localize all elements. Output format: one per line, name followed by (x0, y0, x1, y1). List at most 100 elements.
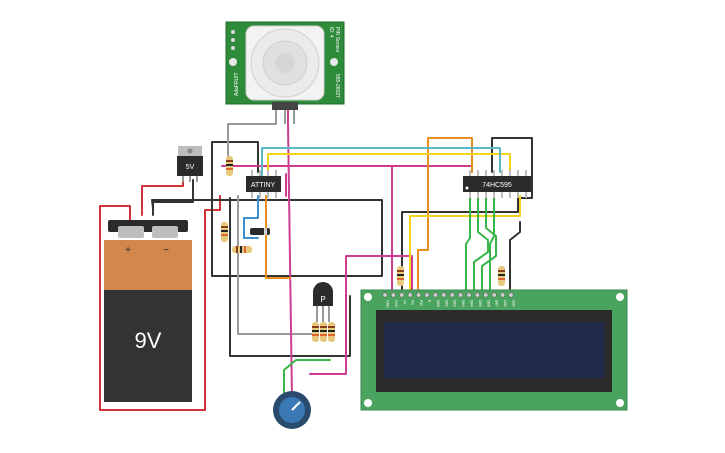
lcd-pin (416, 292, 422, 298)
pir-connector (272, 102, 298, 110)
lcd-screen (384, 322, 604, 378)
resistor (232, 246, 252, 253)
resistor (320, 322, 327, 342)
lcd-pin-label: RW (419, 300, 423, 306)
wire-orange-sr-lcd (265, 137, 473, 293)
lcd-pin (508, 292, 514, 298)
diode (250, 228, 270, 235)
lcd-pin (466, 292, 472, 298)
attiny-chip: ATTINY (246, 170, 281, 198)
resistor (328, 322, 335, 342)
lcd-pin (449, 292, 455, 298)
lcd-pin-label: DB0 (436, 300, 440, 307)
lcd-pin-label: DB5 (478, 300, 482, 307)
lcd-pin (441, 292, 447, 298)
lcd-pin-label: E (428, 300, 432, 303)
lcd-pin-label: GND (386, 300, 390, 308)
regulator-pin (196, 176, 198, 182)
wire-black-lcd-led (509, 221, 521, 293)
lcd-mount-hole (616, 293, 624, 301)
lcd-pin-label: VCC (394, 300, 398, 308)
battery-minus-label: − (163, 245, 169, 256)
lcd-pin (483, 292, 489, 298)
wire-blue (243, 195, 259, 239)
shift-register-pins-bottom (469, 192, 527, 198)
shift-register-chip: 74HC595 (463, 170, 531, 198)
pir-label-text: PIR Sensor (334, 27, 340, 53)
lcd-pin (424, 292, 430, 298)
resistor (397, 266, 404, 286)
wire-yellow-1 (267, 153, 511, 177)
potentiometer (273, 391, 311, 429)
transistor-body (313, 282, 333, 306)
lcd-pin-label: V0 (402, 300, 406, 304)
lcd-pin-label: RS (411, 300, 415, 306)
resistor (221, 222, 228, 242)
lcd-pin-label: DB2 (453, 300, 457, 307)
transistor-pin (316, 306, 318, 322)
lcd-pin (458, 292, 464, 298)
battery-9v: + − 9V (104, 220, 192, 402)
attiny-body (246, 176, 281, 192)
battery-top-band (104, 240, 192, 290)
battery-terminal-negative (152, 226, 178, 238)
transistor: P (313, 282, 333, 322)
lcd-pin-label: DB6 (486, 300, 490, 307)
lcd-pin-label: DB3 (461, 300, 465, 307)
wire-grey-transistor (237, 195, 317, 335)
regulator-pin (189, 176, 191, 182)
battery-voltage-label: 9V (135, 328, 162, 353)
potentiometer-indicator (291, 401, 301, 411)
pir-id-text: ID: 4 (328, 27, 334, 38)
regulator-body (177, 156, 203, 176)
wire-green-pot (283, 359, 331, 399)
lcd-pin (407, 292, 413, 298)
wire-green-3 (481, 195, 497, 293)
lcd-pin (390, 292, 396, 298)
pir-pin (284, 110, 286, 124)
wire-yellow-2 (409, 195, 521, 293)
wire-black-lcd-gnd (401, 195, 519, 293)
pir-pin (293, 110, 295, 124)
regulator-tab-hole (187, 148, 193, 154)
battery-plus-label: + (125, 245, 131, 256)
battery-terminal-positive (118, 226, 144, 238)
lcd-pin (382, 292, 388, 298)
transistor-label: P (320, 295, 325, 304)
pir-hole (231, 46, 235, 50)
lcd-pin-label: DB7 (495, 300, 499, 307)
wire-green-1 (465, 195, 471, 293)
wire-red-regulator (141, 177, 184, 216)
pir-dome-center (275, 53, 295, 73)
resistor (312, 322, 319, 342)
attiny-pins-bottom (251, 192, 277, 198)
lcd-mount-hole (616, 399, 624, 407)
lcd-pin (399, 292, 405, 298)
pir-mount-hole (330, 58, 338, 66)
transistor-pin (328, 306, 330, 322)
resistors (221, 156, 505, 342)
wire-black-sr (491, 137, 533, 199)
wire-cyan (261, 147, 501, 177)
lcd-pin (500, 292, 506, 298)
shift-register-pin1-dot (465, 186, 469, 190)
pir-hole (231, 30, 235, 34)
wire-green-4 (489, 195, 495, 293)
wire-magenta-pot (309, 255, 413, 375)
resistor (498, 266, 505, 286)
voltage-regulator: 5V (177, 146, 203, 182)
pir-code-text: 555-28027 (334, 74, 340, 98)
lcd-pin (474, 292, 480, 298)
regulator-label: 5V (186, 164, 195, 171)
wire-red-battery-positive (99, 195, 221, 411)
lcd-pin-label: DB1 (444, 300, 448, 307)
lcd-pin (432, 292, 438, 298)
shift-register-pins-top (469, 170, 527, 176)
lcd-pin-label: LED (512, 300, 516, 307)
attiny-label: ATTINY (251, 182, 276, 189)
wire-green-2 (473, 195, 489, 293)
wire-magenta-pir-out (287, 109, 293, 399)
